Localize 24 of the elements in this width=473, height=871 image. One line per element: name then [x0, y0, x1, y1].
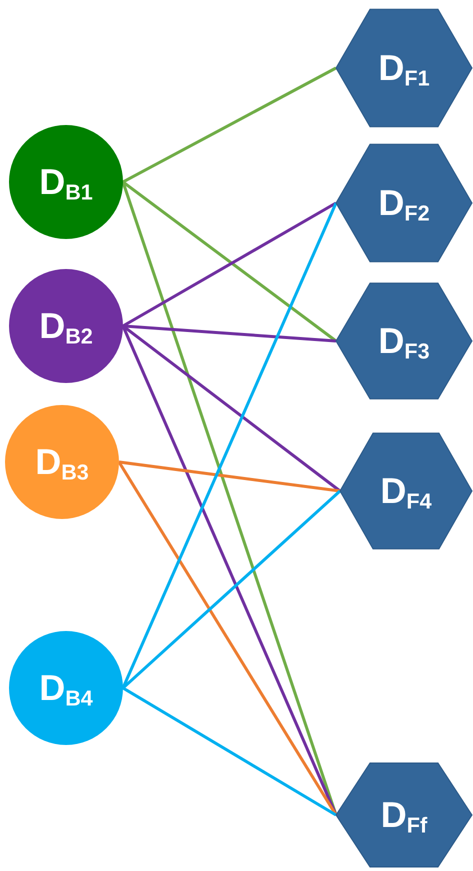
node-label: D$_{F4}$: [380, 470, 432, 512]
node-label: D$_{B3}$: [35, 441, 89, 483]
connector-line: [122, 324, 341, 492]
connector-line: [118, 460, 340, 492]
node-label: D$_{B4}$: [39, 667, 93, 709]
hexagon-node: [340, 432, 472, 550]
node-label: D$_{F1}$: [378, 47, 430, 89]
connector-line: [122, 202, 337, 328]
connector-line: [122, 182, 338, 816]
connector-line: [122, 324, 336, 342]
node-label: D$_{F2}$: [378, 182, 430, 224]
connector-line: [122, 66, 337, 184]
connector-line: [122, 180, 337, 342]
node-label: D$_{F3}$: [378, 320, 430, 362]
hexagon-node: [336, 762, 472, 868]
hexagon-node: [336, 143, 472, 263]
hexagon-node: [336, 282, 472, 400]
node-label: D$_{B2}$: [39, 305, 93, 347]
node-label: D$_{Ff}$: [380, 794, 428, 836]
connector-line: [122, 686, 337, 816]
node-label: D$_{B1}$: [39, 161, 93, 203]
hexagon-node: [336, 8, 472, 128]
connector-line: [118, 461, 338, 816]
connector-line: [122, 490, 341, 690]
